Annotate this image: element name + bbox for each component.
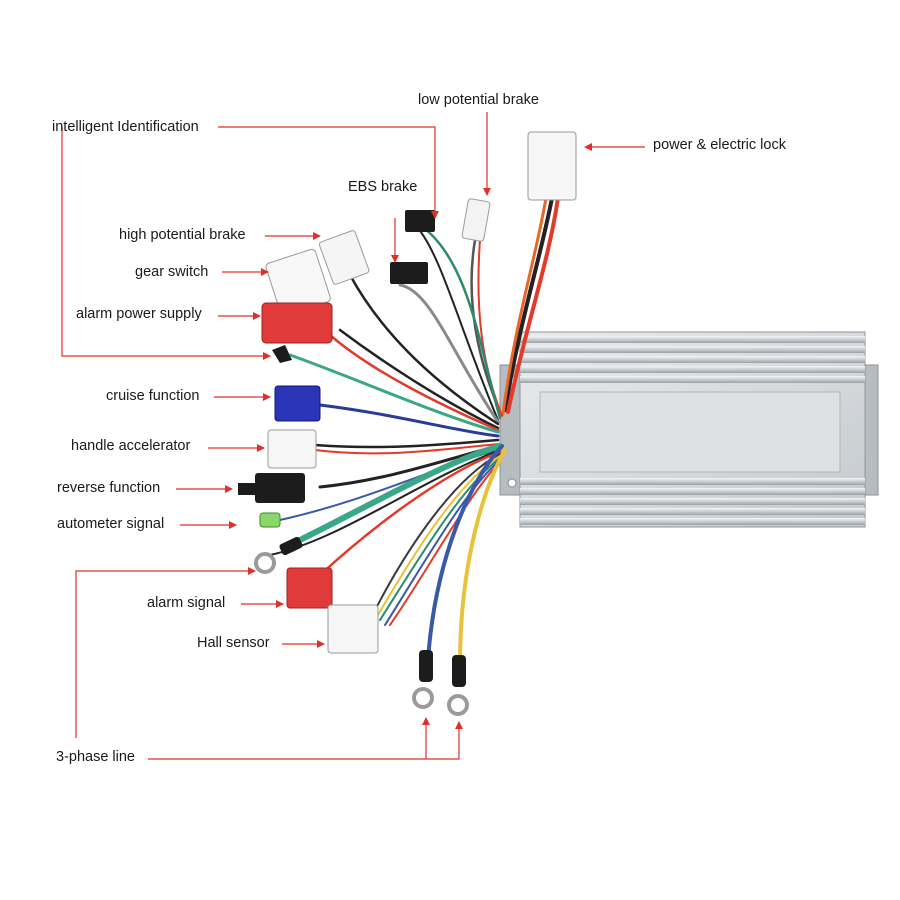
accelerator-connector	[267, 429, 317, 469]
controller-box	[499, 331, 879, 528]
label-gear-switch: gear switch	[135, 264, 209, 280]
label-low-potential-brake: low potential brake	[418, 92, 539, 108]
ebs-connector-a	[405, 210, 435, 232]
ring-terminal-a	[254, 552, 276, 574]
identification-plug	[272, 345, 292, 363]
alarm-signal-connector	[286, 567, 333, 609]
label-hall-sensor: Hall sensor	[197, 635, 270, 651]
wire-bundle	[269, 196, 560, 667]
reverse-connector	[255, 473, 305, 503]
connectors	[238, 131, 577, 716]
heatsink-fins-bottom	[520, 478, 865, 525]
leader-intelligent-identification	[218, 126, 439, 219]
heatsink-fins-top	[520, 336, 865, 383]
label-alarm-power-supply: alarm power supply	[76, 306, 202, 322]
leader-lines	[61, 112, 645, 760]
power-lock-connector	[527, 131, 577, 201]
label-power-electric-lock: power & electric lock	[653, 137, 786, 153]
hall-sensor-connector	[327, 604, 379, 654]
label-intelligent-identification: intelligent Identification	[52, 119, 199, 135]
label-autometer-signal: autometer signal	[57, 516, 165, 532]
label-ebs-brake: EBS brake	[348, 179, 418, 195]
label-high-potential-brake: high potential brake	[119, 227, 246, 243]
alarm-power-connector	[261, 302, 333, 344]
controller-panel	[539, 391, 841, 473]
ebs-connector-b	[390, 262, 428, 284]
autometer-connector	[259, 512, 281, 528]
phase-ring-terminal-b	[447, 694, 469, 716]
phase-ring-terminal-a	[412, 687, 434, 709]
leader-identification-plug	[61, 127, 271, 360]
label-reverse-function: reverse function	[57, 480, 161, 496]
high-brake-connector	[318, 230, 370, 285]
leader-3-phase-line-a	[148, 717, 430, 760]
label-3-phase-line: 3-phase line	[56, 749, 135, 765]
label-alarm-signal: alarm signal	[147, 595, 226, 611]
leader-3-phase-line-b	[426, 721, 463, 760]
cruise-connector	[274, 385, 321, 422]
label-handle-accelerator: handle accelerator	[71, 438, 191, 454]
label-cruise-function: cruise function	[106, 388, 200, 404]
low-brake-connector	[461, 198, 491, 242]
leader-ring-terminal	[75, 567, 256, 738]
